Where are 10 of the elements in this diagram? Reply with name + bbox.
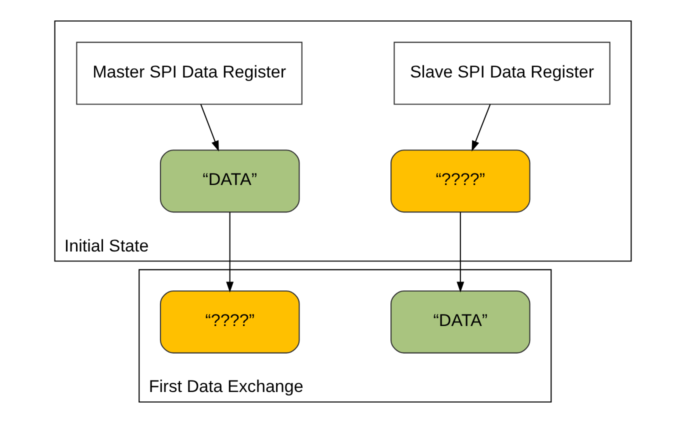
arrow <box>456 212 464 292</box>
node-box: “????” <box>160 290 300 354</box>
arrow <box>226 212 234 292</box>
arrow <box>472 104 491 152</box>
node-box: “DATA” <box>390 290 530 354</box>
node-box: Slave SPI Data Register <box>394 42 610 105</box>
node-box: “????” <box>390 150 530 213</box>
node-box: Master SPI Data Register <box>76 42 302 105</box>
node-box: “DATA” <box>160 150 300 213</box>
arrow <box>200 104 219 152</box>
